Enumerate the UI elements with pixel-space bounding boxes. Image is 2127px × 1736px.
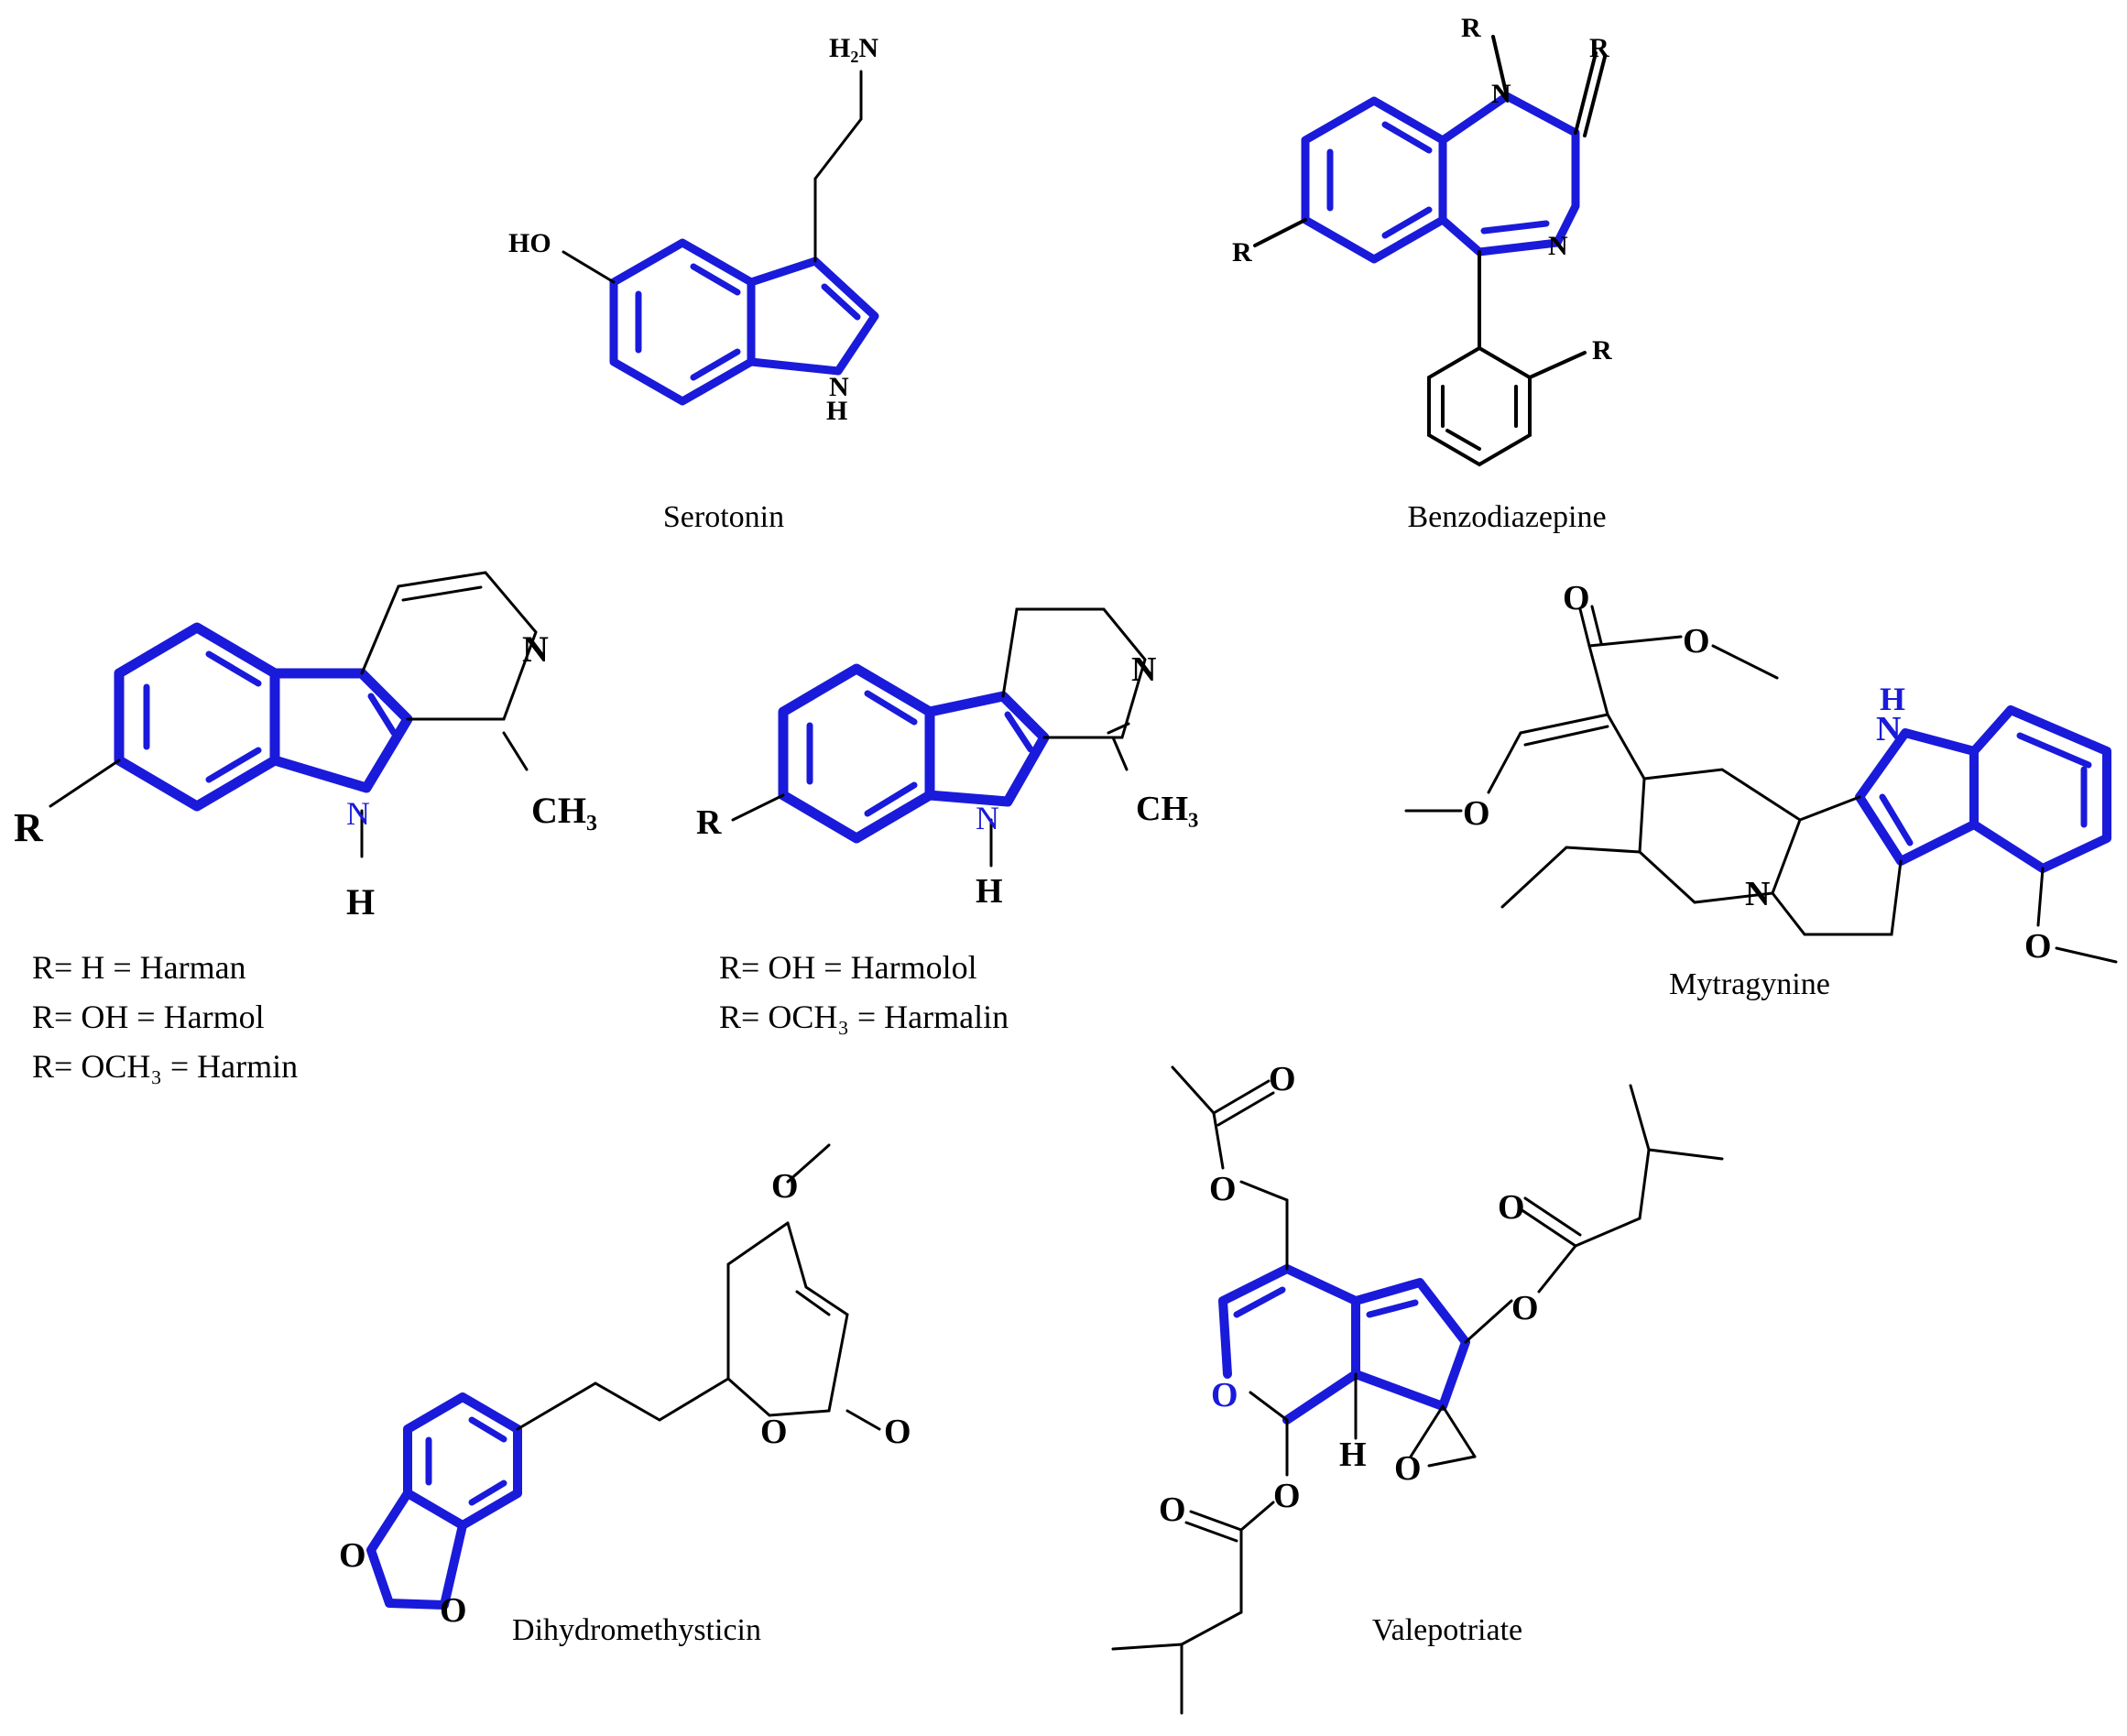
molecule-dihydromethysticin: O O O O O Dihydromethysticin	[339, 1143, 911, 1647]
atom-o-enol: O	[1463, 794, 1490, 833]
atom-n: N	[829, 372, 849, 402]
atom-n1: N	[1491, 79, 1511, 109]
atom-o-aryl: O	[2024, 927, 2052, 966]
molecule-harman: N N H R CH₃ R= H = Harman R= OH = Harmol…	[14, 571, 597, 1085]
label-dihydromethysticin: Dihydromethysticin	[512, 1613, 761, 1647]
molecule-valepotriate: O O O O O O O O H Valepotriate	[1111, 1060, 1724, 1715]
atom-o-ester2: O	[1273, 1477, 1301, 1515]
atom-o-ring: O	[760, 1413, 788, 1451]
legend-harmalin-2: R= OCH₃ = Harmalin	[719, 999, 1009, 1035]
atom-o-acetyl-carbonyl: O	[1269, 1060, 1296, 1098]
atom-o-ring: O	[1211, 1376, 1238, 1414]
atom-r: R	[696, 803, 722, 842]
atom-o-ester1: O	[1511, 1289, 1539, 1327]
label-serotonin: Serotonin	[663, 500, 784, 534]
atom-o-ester: O	[1683, 622, 1710, 661]
legend-harman-2: R= OH = Harmol	[32, 999, 265, 1035]
atom-n-indole: N	[1876, 710, 1901, 748]
legend-harman-3: R= OCH₃ = Harmin	[32, 1048, 298, 1085]
atom-h: H	[1339, 1436, 1367, 1474]
atom-o-epoxide: O	[1394, 1449, 1422, 1488]
atom-h: H	[346, 881, 375, 923]
atom-h: H	[826, 396, 847, 426]
atom-n-pyridine: N	[1131, 650, 1156, 689]
atom-nh2: H₂N	[829, 33, 878, 63]
atom-n4: N	[1548, 231, 1568, 261]
atom-n-indole: N	[346, 795, 370, 832]
atom-n-amine: N	[1745, 875, 1770, 913]
atom-ho: HO	[508, 228, 551, 258]
atom-o-dioxole-2: O	[440, 1591, 467, 1630]
label-benzodiazepine: Benzodiazepine	[1407, 500, 1606, 534]
atom-o-carbonyl: O	[1563, 579, 1590, 617]
atom-o-ester1-carbonyl: O	[1498, 1188, 1525, 1227]
atom-h: H	[1880, 681, 1905, 717]
atom-ch3: CH₃	[1136, 790, 1198, 828]
atom-ch3: CH₃	[531, 790, 597, 831]
molecule-mytragynine: O O O O N N H Mytragynine	[1404, 579, 2118, 1001]
molecule-harmalin: N N H R CH₃ R= OH = Harmolol R= OCH₃ = H…	[696, 607, 1198, 1035]
molecule-benzodiazepine: N N R R R R Benzodiazepine	[1232, 13, 1612, 534]
atom-n-pyridine: N	[522, 628, 549, 670]
atom-r-c: R	[1589, 33, 1609, 63]
label-mytragynine: Mytragynine	[1669, 967, 1830, 1001]
molecule-serotonin: H₂N HO N H Serotonin	[508, 33, 879, 534]
label-valepotriate: Valepotriate	[1372, 1613, 1522, 1647]
legend-harman-1: R= H = Harman	[32, 949, 246, 986]
atom-r-ring: R	[1232, 237, 1252, 267]
atom-r: R	[14, 805, 44, 850]
atom-o-dioxole-1: O	[339, 1536, 366, 1575]
atom-h: H	[976, 872, 1003, 911]
atom-r-n: R	[1461, 13, 1481, 43]
atom-n-indole: N	[976, 800, 999, 836]
atom-o-ester2-carbonyl: O	[1159, 1490, 1186, 1529]
atom-r-ph: R	[1592, 335, 1612, 366]
atom-o-carbonyl: O	[884, 1413, 911, 1451]
atom-o-acetyl-ester: O	[1209, 1170, 1237, 1208]
atom-o-methoxy: O	[771, 1167, 799, 1206]
legend-harmalin-1: R= OH = Harmolol	[719, 949, 977, 986]
